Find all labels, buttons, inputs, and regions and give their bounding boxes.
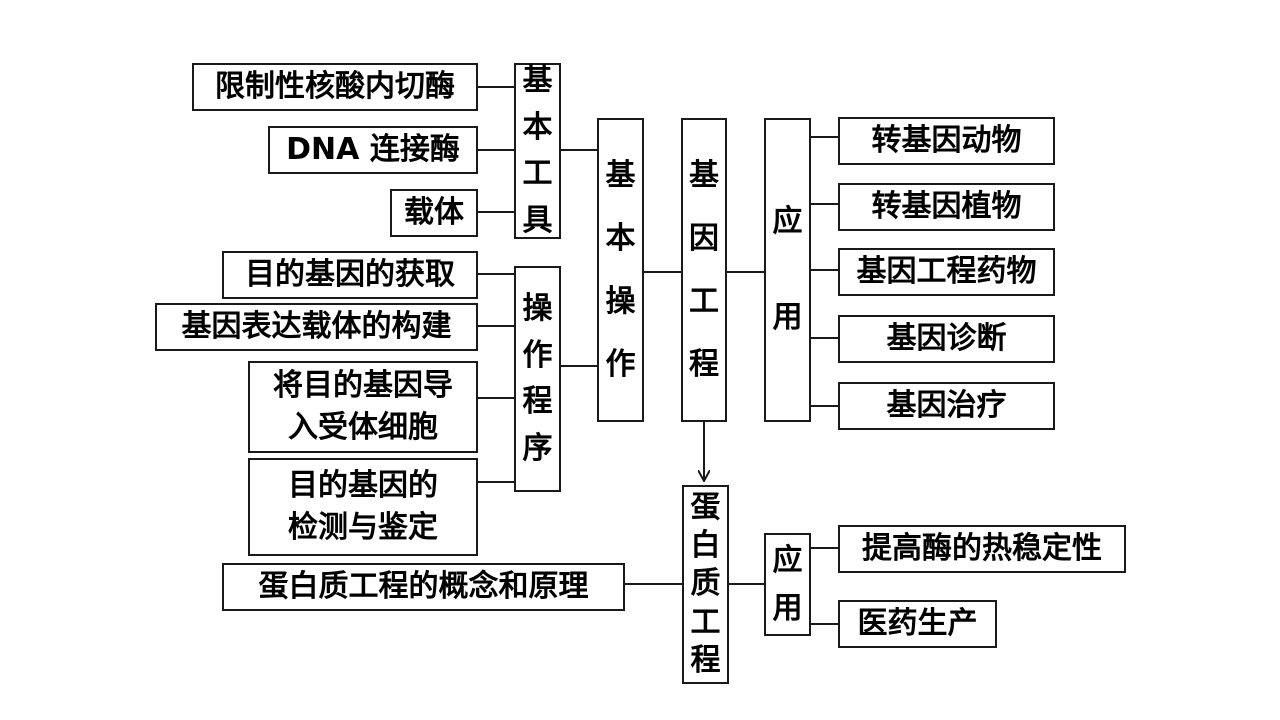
app-transgenic-animals: 转基因动物: [838, 117, 1055, 165]
group-procedure: 操作程序: [514, 266, 561, 492]
tool-vector: 载体: [390, 189, 478, 237]
tool-restriction-enzyme: 限制性核酸内切酶: [192, 63, 478, 111]
node-gene-application: 应用: [764, 118, 811, 422]
app-genetic-drugs: 基因工程药物: [838, 248, 1055, 296]
node-gene-engineering: 基因工程: [681, 118, 727, 422]
app-medicine-production: 医药生产: [838, 600, 997, 648]
protein-concept-principle: 蛋白质工程的概念和原理: [222, 563, 625, 611]
app-gene-diagnosis: 基因诊断: [838, 315, 1055, 363]
node-protein-application: 应用: [764, 533, 811, 636]
app-transgenic-plants: 转基因植物: [838, 183, 1055, 231]
group-basic-tools: 基本工具: [514, 63, 561, 239]
step-introduce-into-host: 将目的基因导入受体细胞: [248, 361, 478, 453]
step-build-expression-vector: 基因表达载体的构建: [155, 303, 478, 351]
node-protein-engineering: 蛋白质工程: [682, 485, 729, 684]
tool-dna-ligase: DNA 连接酶: [268, 126, 478, 174]
node-basic-operations: 基本操作: [597, 118, 644, 422]
step-obtain-target-gene: 目的基因的获取: [222, 251, 478, 299]
step-detect-and-identify: 目的基因的检测与鉴定: [248, 458, 478, 556]
app-gene-therapy: 基因治疗: [838, 382, 1055, 430]
app-enzyme-thermostability: 提高酶的热稳定性: [838, 525, 1126, 573]
